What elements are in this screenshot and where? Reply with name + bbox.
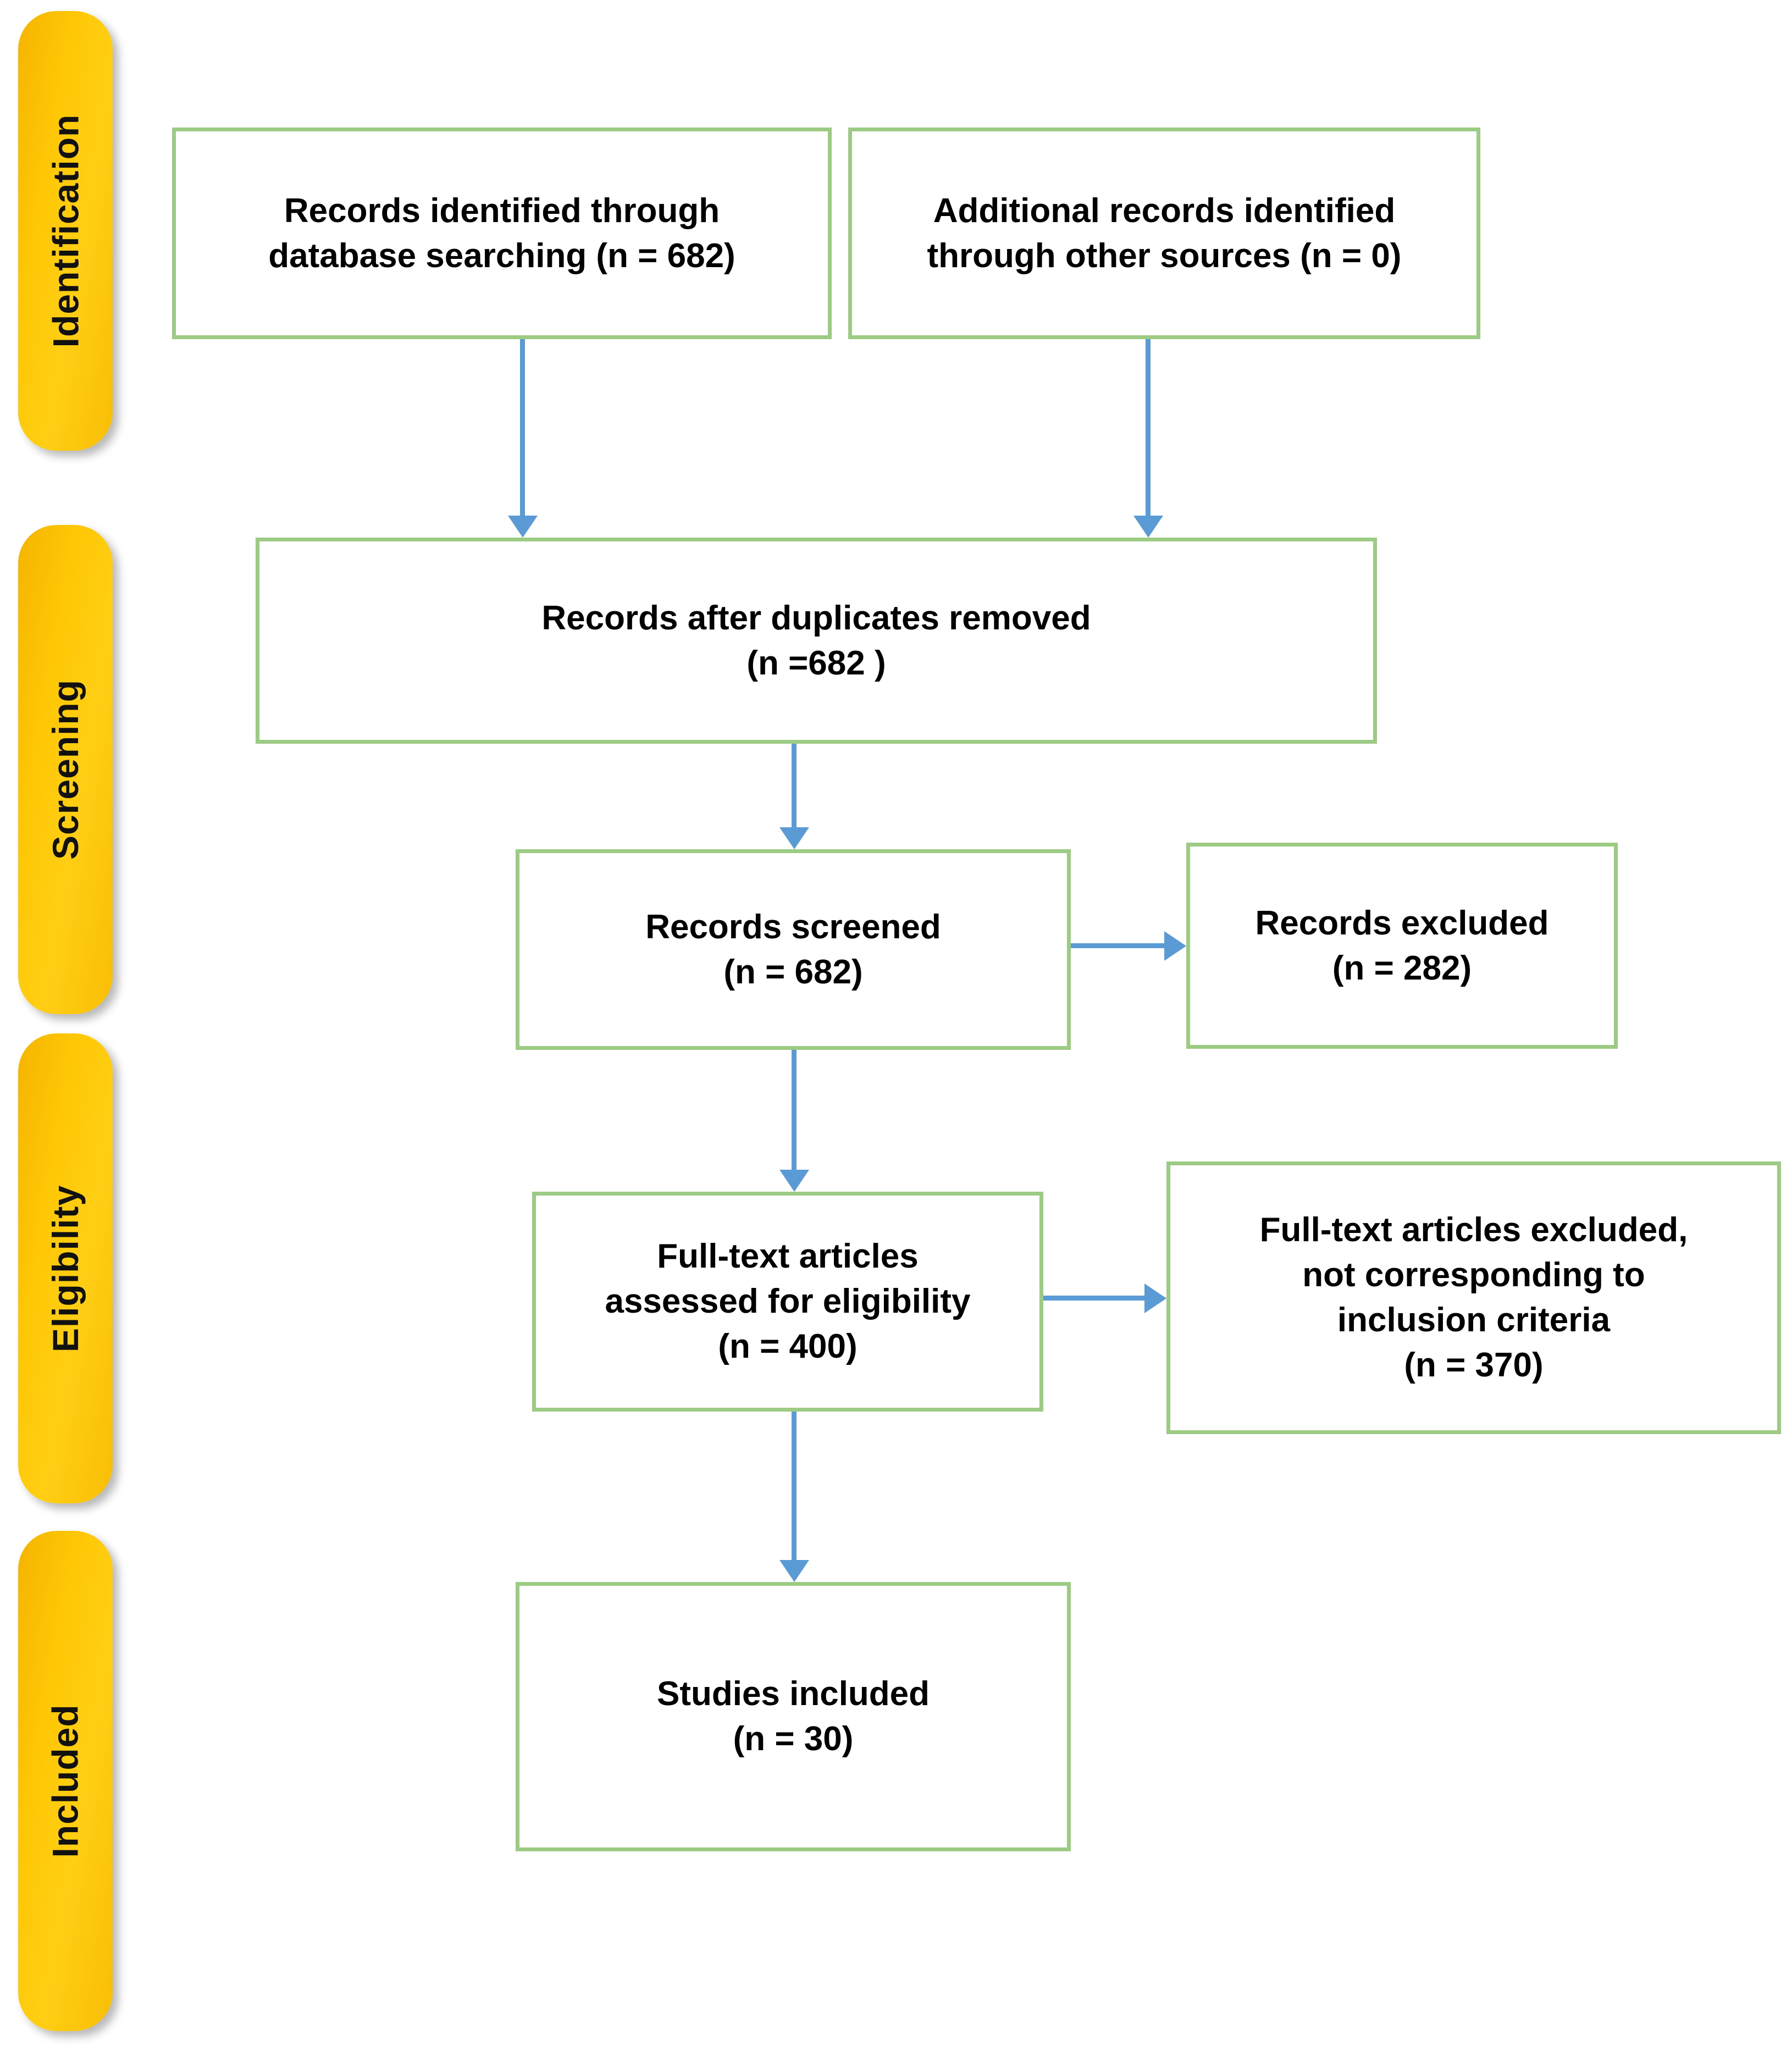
box-records-after-duplicates-removed-text: Records after duplicates removed (n =682… — [541, 599, 1091, 682]
box-records-excluded: Records excluded (n = 282) — [1186, 843, 1618, 1049]
connector-additional-to-duplicates — [1146, 339, 1151, 518]
connector-fulltext-to-included — [792, 1412, 797, 1561]
box-records-screened: Records screened (n = 682) — [516, 849, 1071, 1050]
stage-tab-eligibility: Eligibility — [18, 1033, 113, 1503]
stage-tab-screening-label: Screening — [45, 679, 86, 860]
arrowhead-fulltext-to-included — [779, 1560, 809, 1582]
box-studies-included-text: Studies included (n = 30) — [656, 1675, 930, 1758]
arrowhead-fulltext-to-excluded — [1144, 1284, 1166, 1313]
box-full-text-assessed-text: Full-text articles assessed for eligibil… — [605, 1237, 971, 1365]
box-records-identified-database: Records identified through database sear… — [172, 128, 832, 339]
connector-fulltext-to-excluded — [1043, 1296, 1148, 1301]
box-studies-included: Studies included (n = 30) — [516, 1582, 1071, 1851]
arrowhead-screened-to-fulltext — [779, 1170, 809, 1192]
box-records-excluded-text: Records excluded (n = 282) — [1255, 904, 1549, 987]
arrowhead-screened-to-excluded — [1164, 931, 1186, 961]
connector-screened-to-fulltext — [792, 1050, 797, 1171]
connector-screened-to-excluded — [1071, 943, 1167, 948]
box-records-identified-database-text: Records identified through database sear… — [268, 191, 735, 275]
connector-duplicates-to-screened — [792, 744, 797, 829]
stage-tab-screening: Screening — [18, 525, 113, 1014]
box-records-screened-text: Records screened (n = 682) — [645, 908, 941, 991]
arrowhead-duplicates-to-screened — [779, 827, 809, 849]
stage-tab-identification-label: Identification — [45, 114, 86, 348]
stage-tab-included-label: Included — [45, 1704, 86, 1858]
stage-tab-included: Included — [18, 1531, 113, 2031]
box-full-text-assessed: Full-text articles assessed for eligibil… — [532, 1192, 1043, 1412]
connector-identified-to-duplicates — [520, 339, 525, 518]
box-records-after-duplicates-removed: Records after duplicates removed (n =682… — [256, 538, 1377, 744]
stage-tab-eligibility-label: Eligibility — [45, 1185, 86, 1352]
box-full-text-excluded: Full-text articles excluded, not corresp… — [1166, 1161, 1781, 1434]
box-additional-records-other-sources-text: Additional records identified through ot… — [927, 191, 1402, 275]
box-full-text-excluded-text: Full-text articles excluded, not corresp… — [1259, 1211, 1688, 1384]
stage-tab-identification: Identification — [18, 11, 113, 451]
box-additional-records-other-sources: Additional records identified through ot… — [848, 128, 1480, 339]
arrowhead-identified-to-duplicates — [508, 516, 538, 538]
arrowhead-additional-to-duplicates — [1133, 516, 1163, 538]
